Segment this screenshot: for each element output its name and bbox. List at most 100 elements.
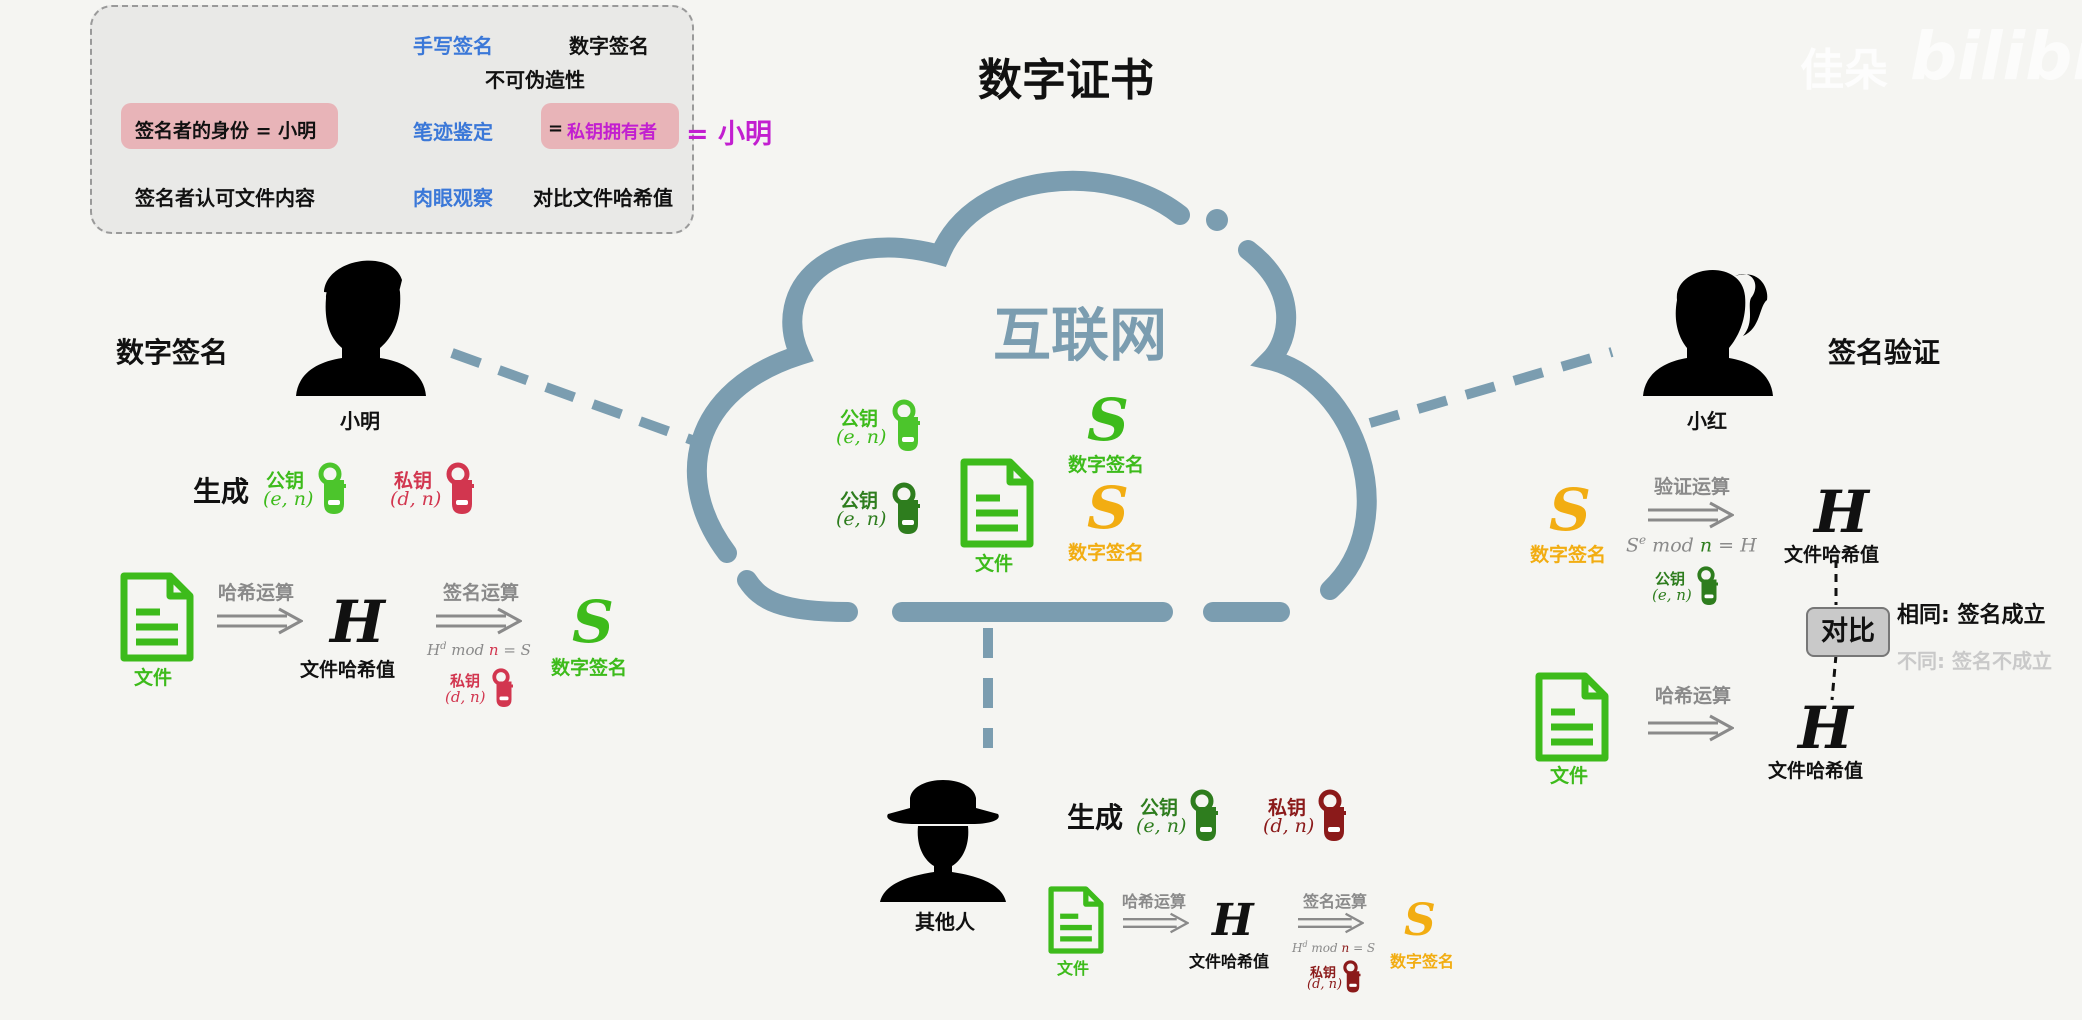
left-sign-private-key-params: (d, n) [445, 688, 486, 706]
section-signature-verification: 签名验证 [1828, 336, 1941, 369]
xiaoming-avatar-icon [296, 260, 426, 396]
left-hash-arrow-icon [217, 607, 303, 635]
bottom-hash-value-label: 文件哈希值 [1189, 952, 1270, 971]
other-person-name: 其他人 [915, 910, 975, 934]
bottom-file-label: 文件 [1057, 959, 1090, 978]
cloud-public-key-params: (e, n) [836, 426, 887, 448]
xiaohong-name: 小红 [1687, 409, 1727, 433]
right-public-key-icon [1697, 566, 1720, 607]
cloud-signature-label: 数字签名 [1068, 454, 1145, 476]
connector-dashes [450, 347, 1614, 748]
bottom-hash-symbol: H [1212, 895, 1254, 946]
bottom-sign-op-label: 签名运算 [1303, 892, 1368, 911]
right-hash-symbol-top: H [1814, 478, 1869, 546]
cloud-outline [687, 170, 1377, 622]
cloud-public-key-icon [892, 399, 924, 455]
watermark-name: 佳朵 [1800, 45, 1888, 96]
xiaoming-name: 小明 [340, 409, 380, 433]
bottom-sign-formula: Hd mod n = S [1292, 940, 1376, 955]
compare-badge: 对比 [1806, 607, 1890, 657]
left-generate-label: 生成 [193, 475, 250, 508]
left-hash-op-label: 哈希运算 [218, 582, 295, 604]
legend-handwriting-check: 笔迹鉴定 [413, 120, 493, 144]
right-file-label: 文件 [1550, 765, 1589, 787]
bottom-signature-label: 数字签名 [1390, 952, 1455, 971]
right-signature-label: 数字签名 [1530, 544, 1607, 566]
left-public-key-icon [318, 462, 350, 518]
compare-link-bottom [1830, 654, 1838, 701]
right-hash-value-bottom-label: 文件哈希值 [1768, 760, 1864, 782]
bottom-public-key-label: 公钥 [1140, 797, 1179, 819]
right-verify-arrow-icon [1648, 501, 1734, 529]
bottom-hash-op-label: 哈希运算 [1122, 892, 1187, 911]
bottom-file-icon [1048, 886, 1104, 954]
right-verify-formula: Se mod n = H [1626, 533, 1757, 557]
right-public-key-params: (e, n) [1652, 586, 1692, 604]
cloud-public-key-label: 公钥 [840, 408, 879, 430]
cloud-signature-symbol: S [1087, 386, 1129, 454]
cloud-fake-signature-label: 数字签名 [1068, 542, 1145, 564]
bottom-signature-symbol: S [1404, 895, 1436, 946]
legend-eye-check: 肉眼观察 [413, 186, 493, 210]
left-private-key-icon [446, 462, 478, 518]
right-hash-op-label: 哈希运算 [1655, 685, 1732, 707]
right-signature-symbol: S [1549, 476, 1591, 544]
cloud-fake-signature-symbol: S [1087, 474, 1129, 542]
bottom-sign-private-key-label: 私钥 [1310, 966, 1337, 981]
right-public-key-label: 公钥 [1655, 570, 1686, 588]
legend-compare-hash: 对比文件哈希值 [533, 186, 673, 210]
left-sign-formula: Hd mod n = S [427, 641, 531, 659]
right-hash-value-top-label: 文件哈希值 [1784, 544, 1880, 566]
section-digital-signature: 数字签名 [116, 336, 229, 369]
left-file-icon [120, 572, 194, 662]
bottom-sign-private-key-icon [1343, 960, 1363, 995]
bottom-sign-private-key-params: (d, n) [1307, 977, 1343, 992]
compare-same-result: 相同: 签名成立 [1897, 603, 2046, 628]
left-public-key-params: (e, n) [263, 488, 314, 510]
bottom-generate-label: 生成 [1067, 801, 1124, 834]
legend-owner-box [541, 103, 679, 149]
legend-signer-identity: 签名者的身份 = 小明 [135, 120, 317, 142]
left-hash-symbol: H [330, 588, 385, 656]
cloud-fake-public-key-label: 公钥 [840, 490, 879, 512]
left-sign-arrow-icon [436, 607, 522, 635]
left-private-key-label: 私钥 [394, 470, 433, 492]
legend-col-digital: 数字签名 [569, 34, 649, 58]
right-hash-arrow-icon [1648, 714, 1734, 742]
bottom-sign-arrow-icon [1298, 912, 1364, 934]
legend-signer-accepts: 签名者认可文件内容 [135, 186, 315, 210]
left-signature-symbol: S [572, 588, 614, 656]
page-title: 数字证书 [978, 55, 1154, 106]
left-sign-private-key-label: 私钥 [450, 672, 481, 690]
cloud-fake-public-key-params: (e, n) [836, 508, 887, 530]
right-verify-op-label: 验证运算 [1654, 476, 1731, 498]
left-file-label: 文件 [134, 667, 173, 689]
bottom-private-key-label: 私钥 [1268, 797, 1307, 819]
bottom-private-key-icon [1318, 789, 1350, 845]
cloud-file-label: 文件 [975, 553, 1014, 575]
left-private-key-params: (d, n) [390, 488, 442, 510]
legend-private-key-owner: 私钥拥有者 [567, 122, 657, 143]
xiaohong-avatar-icon [1643, 270, 1773, 396]
cloud-file-icon [960, 458, 1034, 548]
left-sign-op-label: 签名运算 [443, 582, 520, 604]
bilibili-logo: bilibili [1910, 18, 2082, 95]
right-file-icon [1535, 672, 1609, 762]
legend-identity-box [121, 103, 338, 149]
compare-diff-result: 不同: 签名不成立 [1897, 649, 2052, 673]
other-person-avatar-icon [880, 780, 1006, 902]
legend-eq-xiaoming: = 小明 [686, 119, 773, 150]
bottom-public-key-params: (e, n) [1136, 815, 1187, 837]
bottom-public-key-icon [1190, 789, 1222, 845]
left-hash-value-label: 文件哈希值 [300, 659, 396, 681]
left-signature-label: 数字签名 [551, 657, 628, 679]
left-sign-private-key-icon [492, 668, 515, 709]
right-hash-symbol-bottom: H [1798, 694, 1853, 762]
bottom-private-key-params: (d, n) [1263, 815, 1315, 837]
legend-eq-prefix: = [548, 118, 564, 139]
left-public-key-label: 公钥 [266, 470, 305, 492]
cloud-label: 互联网 [993, 301, 1168, 369]
legend-unforgeable: 不可伪造性 [485, 68, 585, 92]
legend-col-handwritten: 手写签名 [413, 34, 493, 58]
